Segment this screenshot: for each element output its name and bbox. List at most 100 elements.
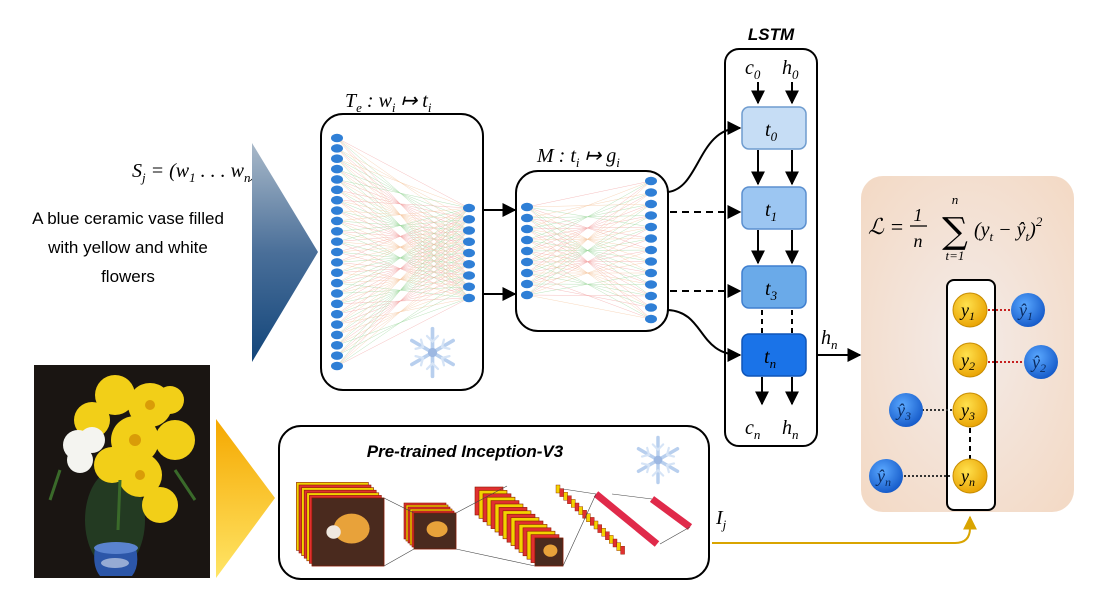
neuron [645, 222, 657, 232]
svg-text:ℒ =: ℒ = [868, 214, 904, 239]
neuron [331, 340, 343, 350]
neuron [645, 199, 657, 209]
prediction-node: ŷ1 [1011, 293, 1045, 327]
connection-line [336, 148, 470, 265]
feature-map [620, 546, 625, 555]
connection-line [336, 262, 470, 276]
layer-connector [562, 493, 597, 567]
connection-line [336, 199, 470, 209]
neuron [331, 144, 343, 153]
neuron [521, 257, 533, 267]
connection-line [336, 241, 470, 315]
connection-line [336, 220, 470, 231]
connection-line [336, 241, 470, 294]
neuron [645, 257, 657, 266]
connection-line [526, 180, 652, 296]
connection-line [336, 219, 470, 232]
connection-line [336, 189, 470, 265]
connection-line [336, 207, 470, 263]
lstm-cell-t0 [741, 106, 807, 150]
connection-line [336, 297, 470, 305]
connection-line [336, 297, 470, 367]
feature-blob [543, 544, 558, 557]
connection-line [336, 148, 470, 242]
neuron [521, 290, 533, 300]
connection-line [336, 207, 470, 305]
connection-line [336, 168, 470, 287]
neuron [331, 268, 343, 278]
connection-line [336, 275, 470, 367]
map-to-t0-arrow [667, 121, 742, 193]
layer-connector [659, 526, 691, 545]
connection-line [336, 168, 470, 242]
connection-line [336, 219, 470, 253]
connection-line [336, 168, 470, 220]
connection-line [336, 179, 470, 231]
vase-photo [34, 365, 210, 578]
connection-line [336, 220, 470, 254]
neuron [645, 280, 657, 289]
connection-line [526, 249, 652, 296]
connection-line [336, 230, 470, 242]
text-encoder-box [320, 113, 484, 391]
connection-line [336, 220, 470, 276]
connection-line [336, 137, 470, 254]
connection-line [336, 241, 470, 336]
connection-line [336, 264, 470, 315]
connection-line [336, 219, 470, 315]
hn-label: hn [821, 327, 838, 352]
neuron [331, 133, 343, 143]
neuron [645, 314, 657, 324]
cnn-layers [296, 482, 693, 567]
neuron [521, 235, 533, 245]
connection-line [336, 207, 470, 346]
connection-line [336, 252, 470, 367]
connection-line [336, 275, 470, 305]
connection-line [336, 286, 470, 294]
neuron [331, 247, 343, 257]
connection-line [336, 286, 470, 315]
layer-connector [455, 548, 536, 567]
connection-line [336, 252, 470, 325]
connection-line [526, 203, 652, 296]
prediction-node: ŷn [869, 459, 903, 493]
connection-line [336, 137, 470, 231]
connection-line [336, 286, 470, 356]
image-feature-label: Ij [715, 507, 727, 532]
neuron [463, 237, 475, 247]
encoder-nodes [331, 133, 475, 371]
caption-line: A blue ceramic vase filled [32, 209, 224, 228]
layer-connector [455, 485, 508, 514]
target-node: yn [952, 458, 988, 494]
connection-line [526, 294, 652, 320]
neuron [521, 268, 533, 278]
connection-line [336, 252, 470, 305]
connection-line [336, 275, 470, 325]
feature-map [586, 513, 591, 522]
connection-line [336, 207, 470, 242]
neuron [331, 278, 343, 288]
connection-line [336, 199, 470, 276]
svg-text:t=1: t=1 [946, 248, 965, 263]
prediction-node: ŷ2 [1024, 345, 1058, 379]
neuron [331, 289, 343, 298]
feature-map [559, 488, 564, 497]
layer-connector [383, 497, 415, 514]
feature-map [593, 520, 599, 530]
neuron [331, 175, 343, 184]
mapping-nodes [521, 176, 657, 324]
neuron [521, 202, 533, 212]
connection-line [336, 210, 470, 242]
neuron [521, 279, 533, 289]
neuron [645, 291, 657, 301]
text-encoder-label: Te : wi ↦ ti [345, 90, 432, 115]
connection-line [336, 137, 470, 209]
loss-formula: ℒ = 1 n n ∑ t=1 (yt − ŷt)2 [868, 192, 1043, 263]
connection-line [336, 282, 470, 299]
connection-line [336, 297, 470, 325]
connection-line [336, 264, 470, 356]
neuron [521, 246, 533, 256]
lstm-cell-tn [741, 333, 807, 377]
feature-map [567, 495, 572, 504]
connection-line [336, 158, 470, 231]
